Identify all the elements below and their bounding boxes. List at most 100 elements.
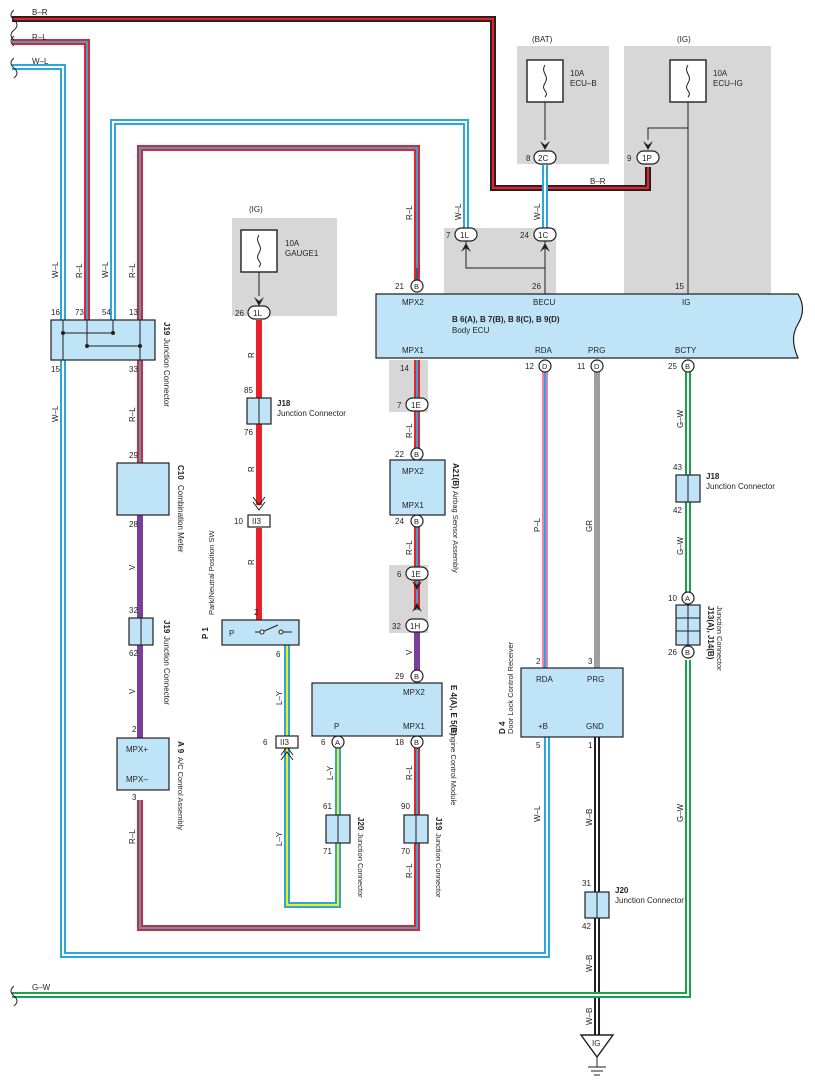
svg-text:J13(A), J14(B): J13(A), J14(B) [706,606,715,660]
svg-text:85: 85 [244,386,253,395]
svg-text:P: P [334,722,339,731]
svg-text:G–W: G–W [676,803,685,822]
svg-text:MPX+: MPX+ [126,745,148,754]
engine-control-module-e4: MPX2 P MPX1 E 4(A), E 5(B) Engine Contro… [311,682,458,805]
junction-j20-left: 61 71 J20 Junction Connector [323,802,365,898]
svg-text:P–L: P–L [533,517,542,532]
svg-text:16: 16 [51,308,60,317]
svg-text:A 9: A 9 [176,741,185,754]
svg-text:R–L: R–L [32,33,47,42]
svg-text:II3: II3 [252,517,261,526]
svg-text:A21(B): A21(B) [451,463,460,489]
svg-text:E 4(A), E 5(B): E 4(A), E 5(B) [449,685,458,736]
svg-text:Junction Connector: Junction Connector [706,482,775,491]
svg-text:Junction Connector: Junction Connector [615,896,684,905]
svg-text:V: V [128,564,137,570]
park-neutral-switch-p1: P 2 6 P 1 Park/Neutral Position SW [201,529,300,659]
svg-text:10: 10 [668,594,677,603]
svg-text:33: 33 [129,365,138,374]
svg-text:54: 54 [102,308,111,317]
svg-text:Junction Connector: Junction Connector [434,833,443,898]
oval-connector-1l: 7 1L [446,227,478,242]
svg-text:3: 3 [588,657,593,666]
svg-text:L–Y: L–Y [326,765,335,780]
svg-text:Junction Connector: Junction Connector [162,338,171,407]
svg-text:24: 24 [520,231,529,240]
fuse-ecu-b: (BAT) 10A ECU–B [526,35,597,103]
svg-text:10A: 10A [570,69,585,78]
svg-text:R: R [247,559,256,565]
svg-text:G–W: G–W [676,409,685,428]
svg-text:B: B [685,648,690,657]
svg-text:6: 6 [276,650,281,659]
svg-text:R–L: R–L [128,829,137,844]
svg-text:11: 11 [577,362,586,371]
svg-text:Combination Meter: Combination Meter [176,485,185,553]
svg-text:W–B: W–B [585,955,594,972]
svg-text:W–L: W–L [454,203,463,220]
svg-text:2C: 2C [538,154,548,163]
svg-text:31: 31 [582,879,591,888]
svg-text:5: 5 [536,741,541,750]
svg-text:10A: 10A [713,69,728,78]
svg-text:P 1: P 1 [201,627,210,639]
oval-connector-2c: 8 2C [526,150,557,165]
svg-text:R–L: R–L [75,263,84,278]
svg-text:26: 26 [532,282,541,291]
svg-text:(BAT): (BAT) [532,35,553,44]
svg-text:V: V [128,688,137,694]
wire-w-l-left [12,64,550,958]
svg-text:6: 6 [321,738,326,747]
svg-text:W–L: W–L [51,261,60,278]
svg-text:10A: 10A [285,239,300,248]
oval-connector-1e-a: 7 1E [397,397,429,412]
ac-control-a9: MPX+ MPX– 2 3 A 9 A/C Control Assembly [116,725,185,830]
svg-text:B: B [685,362,690,371]
svg-text:R–L: R–L [405,540,414,555]
wire-b-r [12,16,651,191]
svg-text:42: 42 [582,922,591,931]
svg-text:Body ECU: Body ECU [452,326,490,335]
svg-text:8: 8 [526,154,531,163]
svg-text:GAUGE1: GAUGE1 [285,249,319,258]
svg-text:61: 61 [323,802,332,811]
svg-text:MPX2: MPX2 [402,467,424,476]
svg-text:1E: 1E [411,401,421,410]
oval-connector-1p: 9 1P [627,150,660,165]
svg-text:D: D [542,362,548,371]
svg-text:R–L: R–L [128,263,137,278]
svg-text:J18: J18 [277,399,291,408]
svg-text:15: 15 [51,365,60,374]
svg-text:GND: GND [586,722,604,731]
oval-connector-1c: 24 1C [520,227,557,242]
svg-text:A: A [685,594,690,603]
svg-text:B: B [414,672,419,681]
svg-text:29: 29 [395,672,404,681]
svg-text:W–B: W–B [585,1008,594,1025]
svg-text:22: 22 [395,450,404,459]
svg-text:W–L: W–L [533,805,542,822]
svg-text:BCTY: BCTY [675,346,697,355]
oval-connector-1h: 32 1H [392,618,429,633]
junction-j19-top: 16 73 54 13 15 33 J19 Junction Connector [50,308,171,407]
fuse-ecu-ig: (IG) 10A ECU–IG [669,35,743,103]
svg-text:1P: 1P [642,154,652,163]
svg-text:(IG): (IG) [677,35,691,44]
svg-text:B: B [414,517,419,526]
svg-text:L–Y: L–Y [275,831,284,846]
svg-text:1: 1 [588,741,593,750]
svg-text:+B: +B [538,722,548,731]
junction-j13-j14: J13(A), J14(B) Junction Connector [675,604,724,671]
svg-text:W–L: W–L [101,261,110,278]
body-ecu: MPX2 BECU IG B 6(A), B 7(B), B 8(C), B 9… [375,282,804,373]
svg-text:10: 10 [234,517,243,526]
svg-text:II3: II3 [280,738,289,747]
svg-text:J18: J18 [706,472,720,481]
oval-connector-1l-top: 26 1L [235,305,271,320]
svg-text:W–L: W–L [51,405,60,422]
svg-text:71: 71 [323,847,332,856]
svg-text:MPX2: MPX2 [402,298,424,307]
svg-text:9: 9 [627,154,632,163]
wire-r-l-left [12,39,90,320]
